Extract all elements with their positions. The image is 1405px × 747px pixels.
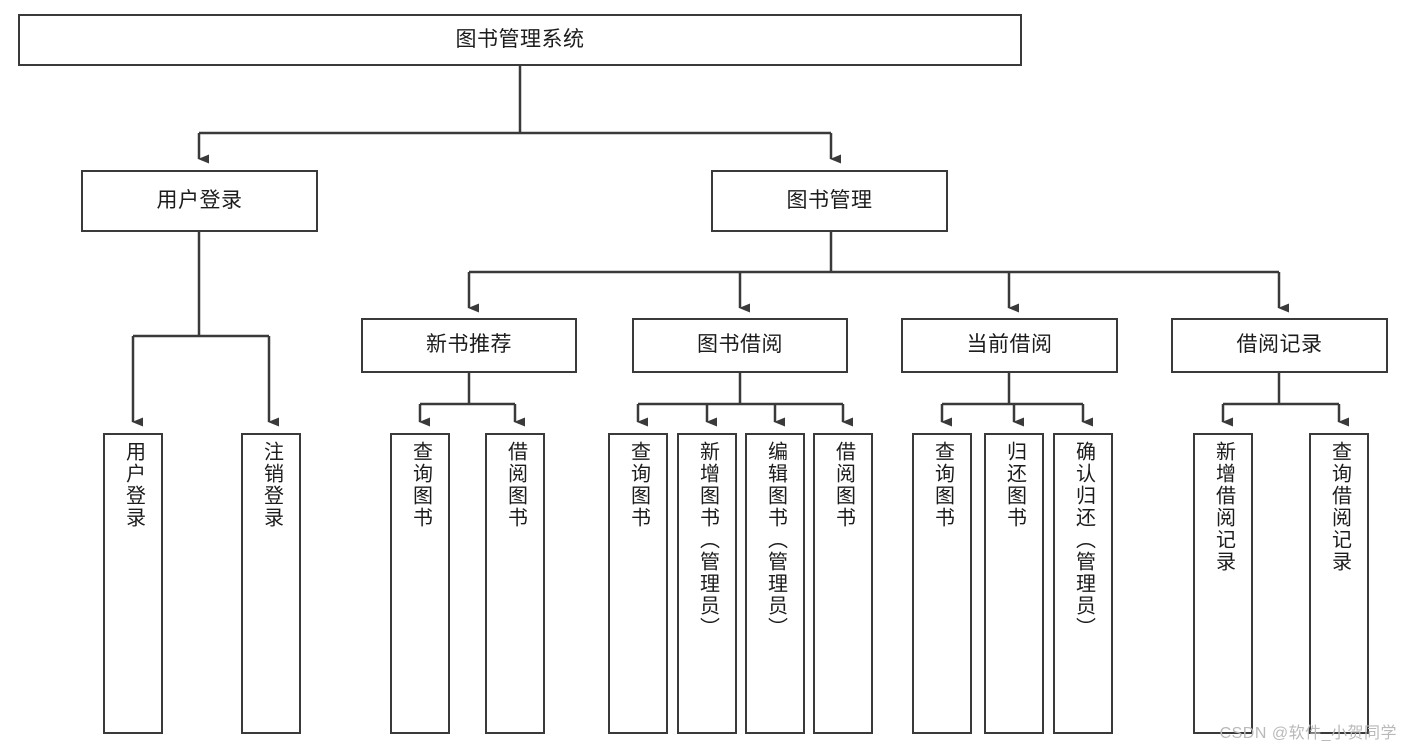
leaf-user-login-0[interactable]: 用户登录 [103, 433, 163, 734]
node-label: 新书推荐 [426, 333, 512, 357]
connectors [131, 66, 1349, 427]
leaf-borrow-record-1[interactable]: 查询借阅记录 [1309, 433, 1369, 734]
leaf-current-borrow-2[interactable]: 确认归还（管理员） [1053, 433, 1113, 734]
node-label: 查询图书 [931, 441, 954, 529]
leaf-book-borrow-1[interactable]: 新增图书（管理员） [677, 433, 737, 734]
node-new-book-recommend[interactable]: 新书推荐 [361, 318, 577, 373]
node-label: 图书管理 [786, 188, 873, 212]
node-label: 借阅图书 [504, 441, 527, 529]
node-label: 注销登录 [260, 441, 283, 529]
leaf-book-borrow-3[interactable]: 借阅图书 [813, 433, 873, 734]
node-book-management[interactable]: 图书管理 [711, 170, 948, 232]
node-label: 确认归还（管理员） [1072, 441, 1095, 639]
node-label: 图书借阅 [697, 333, 783, 357]
node-label: 借阅记录 [1236, 333, 1323, 357]
leaf-current-borrow-0[interactable]: 查询图书 [912, 433, 972, 734]
node-label: 新增图书（管理员） [696, 441, 719, 639]
node-label: 当前借阅 [966, 333, 1053, 357]
node-label: 查询图书 [627, 441, 650, 529]
node-label: 编辑图书（管理员） [764, 441, 787, 639]
node-label: 图书管理系统 [455, 27, 585, 51]
node-borrow-record[interactable]: 借阅记录 [1171, 318, 1388, 373]
node-current-borrow[interactable]: 当前借阅 [901, 318, 1118, 373]
leaf-book-borrow-2[interactable]: 编辑图书（管理员） [745, 433, 805, 734]
node-root-book-management-system[interactable]: 图书管理系统 [18, 14, 1022, 66]
node-label: 用户登录 [122, 441, 145, 529]
node-label: 用户登录 [156, 188, 243, 212]
node-label: 查询图书 [409, 441, 432, 529]
leaf-new-book-recommend-0[interactable]: 查询图书 [390, 433, 450, 734]
node-label: 查询借阅记录 [1328, 441, 1351, 573]
node-label: 借阅图书 [832, 441, 855, 529]
leaf-user-login-1[interactable]: 注销登录 [241, 433, 301, 734]
node-label: 归还图书 [1003, 441, 1026, 529]
watermark-text: CSDN @软件_小贺同学 [1219, 725, 1397, 742]
leaf-borrow-record-0[interactable]: 新增借阅记录 [1193, 433, 1253, 734]
node-book-borrow[interactable]: 图书借阅 [632, 318, 848, 373]
node-user-login[interactable]: 用户登录 [81, 170, 318, 232]
node-label: 新增借阅记录 [1212, 441, 1235, 573]
leaf-book-borrow-0[interactable]: 查询图书 [608, 433, 668, 734]
leaf-new-book-recommend-1[interactable]: 借阅图书 [485, 433, 545, 734]
leaf-current-borrow-1[interactable]: 归还图书 [984, 433, 1044, 734]
